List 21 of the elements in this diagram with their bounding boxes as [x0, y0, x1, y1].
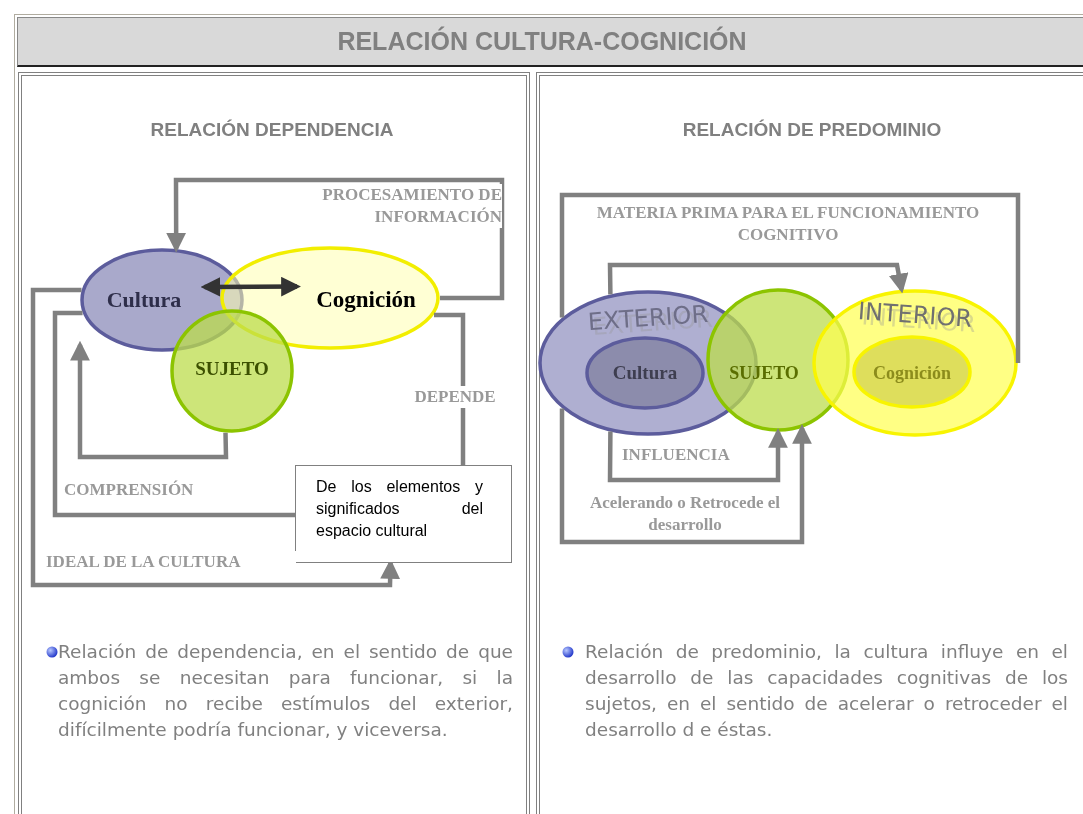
arrow — [70, 340, 229, 460]
arrow — [559, 408, 812, 545]
arrow — [166, 177, 505, 301]
arrow — [200, 276, 301, 297]
arrow — [607, 428, 788, 483]
description-paragraph: Relación de dependencia, en el sentido de que ambos se necesitan para funcionar, si la cognición no recibe estímulos del exterior, difícilmente podría funcionar, y viceversa. — [58, 640, 513, 742]
arrow — [607, 262, 909, 295]
ellipse-label: Cognición — [316, 287, 416, 314]
title-bar: RELACIÓN CULTURA-COGNICIÓN — [17, 17, 1083, 67]
ellipse-label: Cultura — [612, 362, 678, 384]
text-box: De los elementos y significados del espacio cultural — [295, 465, 512, 563]
ellipse-label: SUJETO — [729, 362, 799, 384]
ellipse-label: INTERIOR — [857, 297, 973, 333]
section-heading: RELACIÓN DEPENDENCIA — [150, 119, 394, 141]
ellipse-label: SUJETO — [195, 357, 269, 380]
ellipse-label: Cultura — [106, 287, 182, 313]
arrow — [30, 287, 401, 588]
ellipse-label: Cognición — [873, 362, 951, 384]
section-heading: RELACIÓN DE PREDOMINIO — [682, 119, 942, 141]
ellipse-label: EXTERIOR — [587, 299, 709, 337]
description-paragraph: Relación de predominio, la cultura influye en el desarrollo de las capacidades cognitivas de los sujetos, en el sentido de acelerar o retroceder el desarrollo d e éstas. — [585, 640, 1068, 742]
